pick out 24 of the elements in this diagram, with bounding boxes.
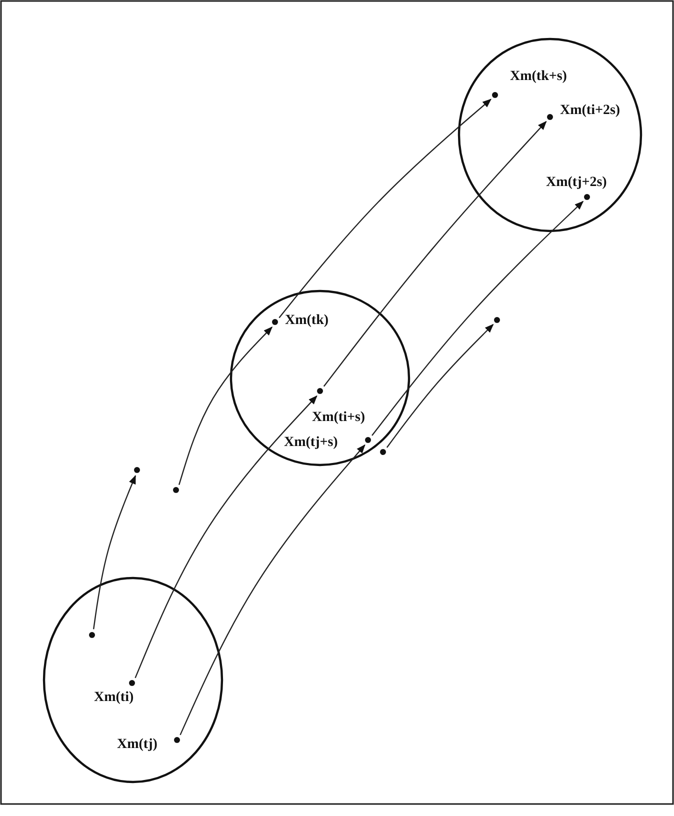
data-point bbox=[89, 632, 95, 638]
point-label: Xm(tj+s) bbox=[284, 436, 338, 450]
trajectory-arrow bbox=[372, 200, 584, 436]
data-point bbox=[380, 449, 386, 455]
trajectory-arrow bbox=[134, 395, 318, 678]
point-label: Xm(tj) bbox=[117, 738, 158, 752]
trajectory-arrow bbox=[180, 444, 366, 736]
region-circle bbox=[230, 290, 410, 466]
data-point bbox=[173, 487, 179, 493]
point-label: Xm(tj+2s) bbox=[546, 176, 607, 190]
trajectory-arrow bbox=[386, 324, 494, 448]
point-label: Xm(tk) bbox=[285, 314, 329, 328]
trajectory-arrow bbox=[278, 98, 492, 318]
trajectory-arrow bbox=[178, 326, 273, 485]
data-point bbox=[134, 467, 140, 473]
trajectory-arrow bbox=[92, 474, 136, 630]
point-label: Xm(tk+s) bbox=[510, 70, 567, 84]
point-label: Xm(ti+s) bbox=[312, 411, 366, 425]
region-circle bbox=[458, 38, 642, 232]
data-point bbox=[494, 317, 500, 323]
point-label: Xm(ti) bbox=[94, 691, 134, 705]
region-circle bbox=[43, 577, 223, 783]
point-label: Xm(ti+2s) bbox=[560, 104, 620, 118]
trajectory-arrow bbox=[323, 120, 547, 387]
